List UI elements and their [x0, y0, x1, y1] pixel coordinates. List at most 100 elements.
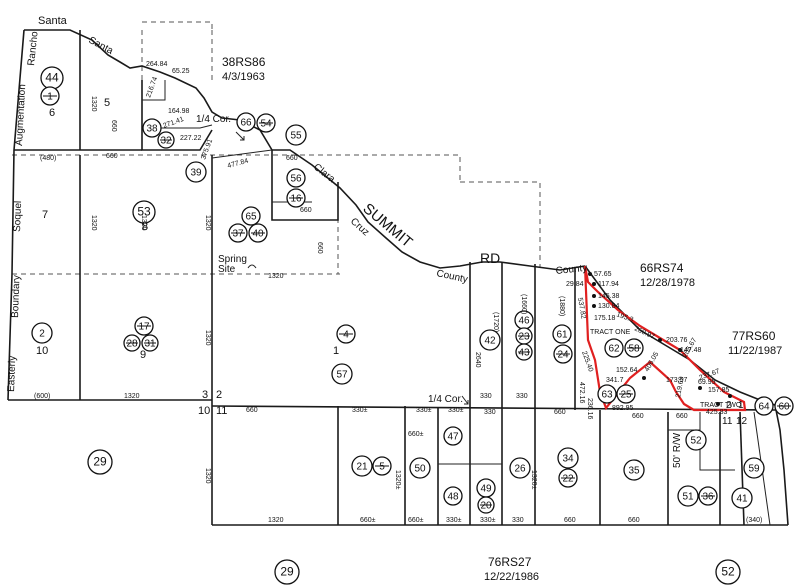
lot-numbers: 6 5 7 8 10 9 1 — [36, 97, 339, 361]
parcel-boundaries — [7, 29, 789, 526]
dimension-label: 157.85 — [708, 387, 730, 394]
parcel-circle-label: 16 — [290, 194, 302, 205]
parcel-circle-ring — [509, 457, 531, 479]
dimension-label: (340) — [746, 517, 762, 524]
quarter-corner-top: 1/4 Cor. — [196, 114, 231, 125]
parcel-circle-29: 29 — [87, 449, 113, 475]
parcel-circle-64: 64 — [754, 396, 774, 416]
parcel-circle-label: 32 — [160, 136, 172, 147]
parcel-circle-24: 24 — [553, 344, 573, 364]
recorded-map-38-date: 4/3/1963 — [222, 71, 265, 83]
parcel-circle-ring — [597, 384, 617, 404]
parcel-circle-51: 51 — [677, 485, 699, 507]
parcel-circle-4: 4 — [336, 324, 356, 344]
dimension-label: (480) — [40, 155, 56, 162]
parcel-circle-label: 34 — [562, 454, 574, 465]
dimension-label: (1660) — [520, 294, 527, 314]
dimension-label: 660± — [408, 517, 424, 524]
parcel-circle-ring — [132, 200, 156, 224]
dimension-label: 1320 — [90, 96, 97, 112]
parcel-circle-50: 50 — [409, 457, 431, 479]
parcel-circle-ring — [754, 396, 774, 416]
recorded-map-labels: 38RS86 4/3/1963 66RS74 12/28/1978 77RS60… — [222, 55, 782, 583]
dimension-label: 660 — [316, 242, 323, 254]
parcel-circle-35: 35 — [623, 459, 645, 481]
site-label: Site — [218, 264, 236, 275]
parcel-circle-label: 38 — [146, 124, 158, 135]
dimension-label: 330± — [480, 517, 496, 524]
dimension-label: (1880) — [558, 296, 565, 316]
boundary-word-augmentation: Augmentation — [14, 84, 28, 146]
parcel-circle-label: 52 — [690, 436, 702, 447]
boundary-word-easterly: Easterly — [6, 356, 18, 392]
parcel-circle-31: 31 — [141, 334, 159, 352]
dimension-label: 147.48 — [680, 347, 702, 354]
road-word-summit: SUMMIT — [359, 200, 415, 251]
dimension-label: 203.76 — [666, 337, 688, 344]
recorded-map-76-date: 12/22/1986 — [484, 571, 539, 583]
recorded-map-77-date: 11/22/1987 — [728, 345, 782, 357]
dimension-label: 330± — [352, 407, 368, 414]
lot-7: 7 — [42, 209, 48, 221]
parcel-circle-ring — [743, 457, 765, 479]
parcel-circle-label: 25 — [620, 390, 632, 401]
lot-10: 10 — [36, 345, 48, 357]
dimension-label: 660 — [300, 207, 312, 214]
survey-points — [588, 272, 732, 406]
dimension-label: (1720) — [492, 312, 499, 332]
dimension-label: 1320 — [90, 215, 97, 231]
dimension-label: 1320 — [204, 468, 211, 484]
parcel-circle-ring — [331, 363, 353, 385]
parcel-circle-label: 36 — [702, 492, 714, 503]
parcel-circle-label: 51 — [682, 492, 694, 503]
parcel-circle-43: 43 — [515, 343, 533, 361]
dimension-label: 330± — [446, 517, 462, 524]
parcel-circle-ring — [685, 429, 707, 451]
parcel-circle-label: 4 — [343, 330, 349, 341]
dimension-label: 1320± — [394, 470, 401, 490]
dimension-label: 330 — [480, 393, 492, 400]
parcel-circle-label: 41 — [736, 494, 748, 505]
dimension-label: 330 — [484, 409, 496, 416]
recorded-map-66: 66RS74 — [640, 261, 684, 275]
parcel-circle-label: 29 — [93, 455, 107, 469]
parcel-circle-1: 1 — [40, 86, 60, 106]
parcel-circle-52: 52 — [685, 429, 707, 451]
parcel-circle-17: 17 — [134, 316, 154, 336]
parcel-circle-ring — [31, 322, 53, 344]
dimension-label: 330 — [512, 517, 524, 524]
parcel-circle-ring — [236, 112, 256, 132]
parcel-circle-ring — [443, 486, 463, 506]
dimension-label: 145.38 — [598, 293, 620, 300]
parcel-circle-label: 23 — [518, 332, 530, 343]
dimension-label: 341.7 — [606, 377, 624, 384]
dimension-label: 227.22 — [180, 135, 202, 142]
lot-8: 8 — [142, 221, 148, 233]
dashed-reference-lines — [12, 21, 541, 275]
parcel-circle-label: 50 — [414, 464, 426, 475]
section-numbers: 3 2 10 11 2 1 11 12 — [198, 389, 748, 427]
section-12b: 12 — [736, 416, 748, 427]
dimension-label: 1320 — [204, 330, 211, 346]
dimension-label: 195.3 — [615, 311, 634, 324]
arrow-marks — [235, 131, 469, 405]
dimension-label: 164.98 — [168, 108, 190, 115]
parcel-circle-ring — [623, 459, 645, 481]
parcel-circle-ring — [677, 485, 699, 507]
dimension-label: 173.57 — [666, 377, 688, 384]
parcel-circle-ring — [731, 487, 753, 509]
dimension-label: 117.94 — [598, 281, 619, 288]
parcel-circle-label: 52 — [721, 565, 735, 579]
dimension-label: 660 — [676, 413, 688, 420]
parcel-circle-66: 66 — [236, 112, 256, 132]
parcel-circle-65: 65 — [241, 206, 261, 226]
dimension-label: 660± — [408, 431, 424, 438]
parcel-circle-label: 28 — [126, 339, 138, 350]
parcel-circle-label: 62 — [608, 344, 620, 355]
corner-labels: 1/4 Cor. 1/4 Cor. Spring Site TRACT ONE … — [196, 114, 742, 468]
parcel-circle-label: 24 — [557, 350, 569, 361]
parcel-circle-label: 5 — [379, 462, 385, 473]
dimension-label: 152.64 — [616, 367, 638, 374]
parcel-circle-ring — [185, 161, 207, 183]
